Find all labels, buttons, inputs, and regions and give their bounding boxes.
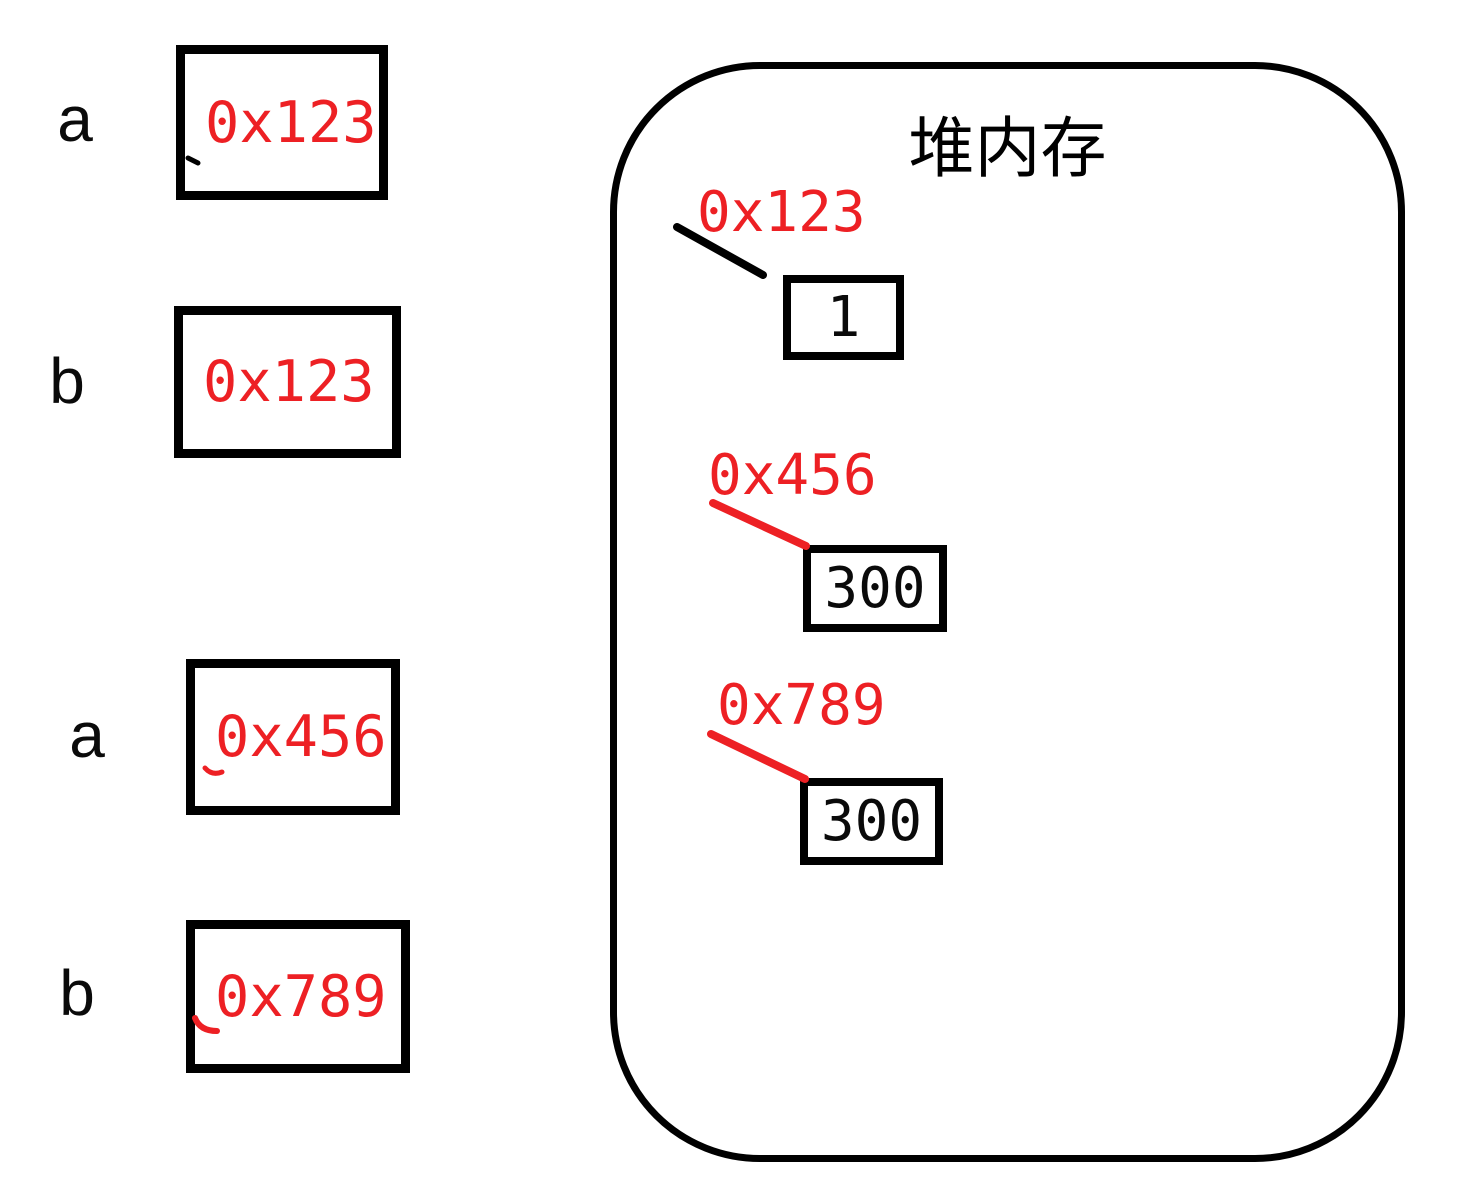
heap-value: 300 <box>824 556 926 621</box>
stack-pointer-value: 0x123 <box>205 89 377 156</box>
heap-value-box: 300 <box>800 778 943 865</box>
heap-address-label: 0x456 <box>708 443 877 508</box>
heap-address-label: 0x123 <box>697 180 866 245</box>
heap-value: 1 <box>826 285 861 350</box>
heap-title: 堆内存 <box>908 110 1107 187</box>
heap-region: 堆内存 0x123 1 0x456 300 0x789 300 <box>610 62 1405 1162</box>
stack-pointer-value: 0x456 <box>215 704 387 770</box>
heap-value-box: 1 <box>783 275 904 360</box>
stack-variable-label: a <box>69 699 105 771</box>
stack-pointer-box: 0x123 <box>174 306 401 458</box>
stack-pointer-box: 0x456 <box>186 659 400 815</box>
stack-variable-label: b <box>49 345 85 417</box>
heap-value: 300 <box>820 789 923 854</box>
heap-address-label: 0x789 <box>717 673 886 738</box>
stack-pointer-box: 0x789 <box>186 920 410 1073</box>
stack-variable-label: b <box>59 957 95 1029</box>
stack-pointer-value: 0x123 <box>203 349 375 415</box>
stack-pointer-box: 0x123 <box>176 45 388 200</box>
stack-variable-label: a <box>57 83 93 155</box>
heap-value-box: 300 <box>803 545 947 632</box>
stack-pointer-value: 0x789 <box>215 963 387 1030</box>
